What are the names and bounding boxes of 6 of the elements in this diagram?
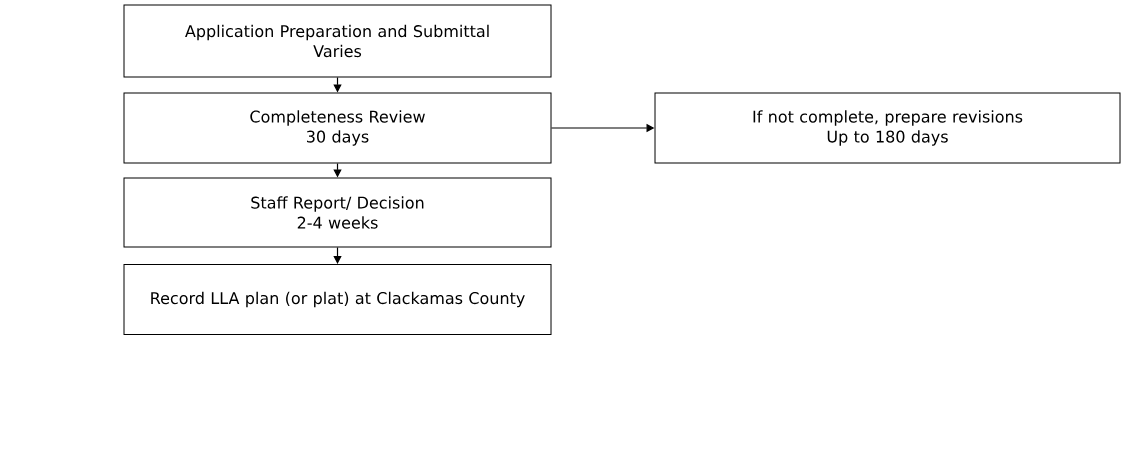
process-box: Record LLA plan (or plat) at Clackamas County — [123, 264, 552, 335]
process-box: Staff Report/ Decision 2-4 weeks — [123, 177, 552, 248]
process-box: If not complete, prepare revisions Up to 180 days — [654, 92, 1121, 164]
process-box: Application Preparation and Submittal Varies — [123, 4, 552, 78]
arrow — [333, 246, 342, 264]
process-box: Completeness Review 30 days — [123, 92, 552, 164]
